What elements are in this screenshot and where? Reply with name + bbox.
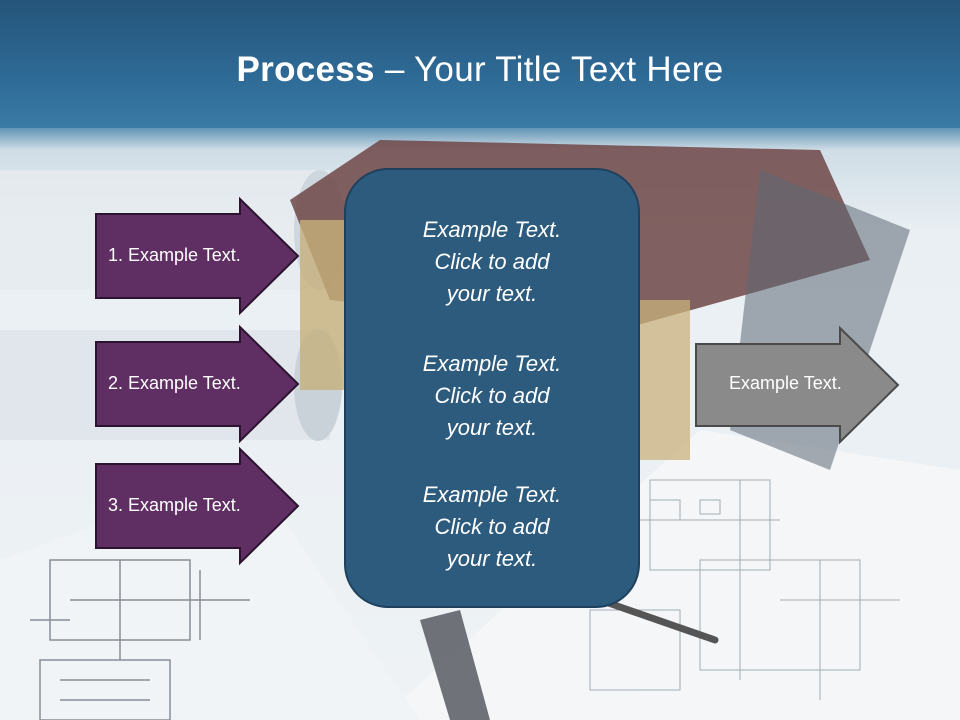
center-block-2: Example Text. Click to add your text. [346, 348, 638, 444]
block-line: Example Text. [422, 482, 562, 507]
arrow-shape-icon [95, 324, 300, 444]
center-block-3: Example Text. Click to add your text. [346, 479, 638, 575]
block-line: Click to add [434, 514, 550, 539]
arrow-shape-icon [95, 446, 300, 566]
center-block-1: Example Text. Click to add your text. [346, 214, 638, 310]
block-line: your text. [446, 281, 538, 306]
right-arrow-label: Example Text. [729, 373, 842, 393]
left-arrow-3-label: 3. Example Text. [108, 495, 241, 515]
left-arrow-1[interactable]: 1. Example Text. [95, 196, 300, 316]
arrow-shape-icon [695, 325, 900, 445]
block-line: your text. [446, 415, 538, 440]
title-rest: – Your Title Text Here [374, 50, 724, 89]
block-line: Example Text. [422, 351, 562, 376]
left-arrow-2-label: 2. Example Text. [108, 373, 241, 393]
title-bold: Process [236, 50, 375, 89]
title-bar [0, 0, 960, 128]
left-arrow-2[interactable]: 2. Example Text. [95, 324, 300, 444]
block-line: your text. [446, 546, 538, 571]
block-line: Example Text. [422, 217, 562, 242]
right-arrow[interactable]: Example Text. [695, 325, 900, 445]
left-arrow-1-label: 1. Example Text. [108, 245, 241, 265]
page-title: Process – Your Title Text Here [0, 50, 960, 90]
arrow-shape-icon [95, 196, 300, 316]
block-line: Click to add [434, 249, 550, 274]
block-line: Click to add [434, 383, 550, 408]
left-arrow-3[interactable]: 3. Example Text. [95, 446, 300, 566]
center-text-box[interactable]: Example Text. Click to add your text. Ex… [344, 168, 640, 608]
